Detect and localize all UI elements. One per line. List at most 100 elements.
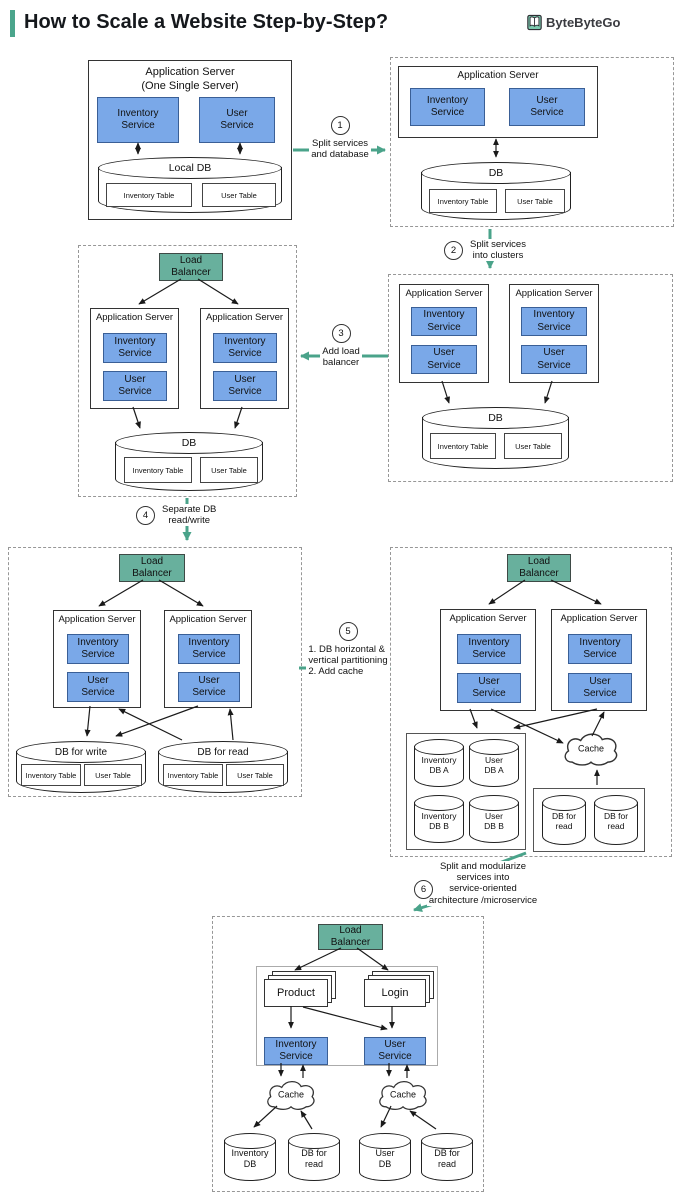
load-balancer-box: Load Balancer xyxy=(318,924,383,950)
user-table-box: User Table xyxy=(84,764,142,786)
user-db-a-cylinder: User DB A xyxy=(469,739,519,787)
cyl-ellipse xyxy=(421,1133,473,1149)
user-table-box: User Table xyxy=(200,457,258,483)
inventory-table-box: Inventory Table xyxy=(163,764,223,786)
step-4-text: Separate DB read/write xyxy=(160,504,219,527)
page-title: How to Scale a Website Step-by-Step? xyxy=(24,11,389,33)
app-server-box-right: Application Server Inventory Service Use… xyxy=(509,284,599,383)
services-container: Product Login Inventory Service User Ser… xyxy=(256,966,438,1066)
product-box: Product xyxy=(264,979,328,1007)
inventory-service-box: Inventory Service xyxy=(568,634,632,664)
user-service-box: User Service xyxy=(67,672,129,702)
app-server-title: Application Server xyxy=(515,288,593,299)
app-server-title: Application Server xyxy=(449,613,527,624)
local-db-label: Local DB xyxy=(98,157,282,179)
app-server-title-line1: Application Server xyxy=(145,66,235,78)
cyl-ellipse xyxy=(414,795,464,811)
inventory-service-box: Inventory Service xyxy=(103,333,167,363)
panel-single-server: Application Server (One Single Server) I… xyxy=(88,60,292,220)
inventory-db-cylinder: Inventory DB xyxy=(224,1133,276,1181)
brand: ByteByteGo xyxy=(527,14,620,31)
db-cylinder: DB Inventory Table User Table xyxy=(115,432,263,491)
inventory-service-box: Inventory Service xyxy=(410,88,485,126)
user-service-box: User Service xyxy=(364,1037,426,1065)
user-service-box: User Service xyxy=(411,345,477,374)
app-server-title: Application Server xyxy=(58,614,136,625)
inventory-db-a-label: Inventory DB A xyxy=(421,755,457,776)
user-db-b-cylinder: User DB B xyxy=(469,795,519,843)
panel-load-balancer: Load Balancer Application Server Invento… xyxy=(78,245,297,497)
step-2-text: Split services into clusters xyxy=(468,239,528,262)
user-table-box: User Table xyxy=(226,764,284,786)
load-balancer-box: Load Balancer xyxy=(507,554,571,582)
panel-read-write-split: Load Balancer Application Server Invento… xyxy=(8,547,302,797)
read-db-group: DB for read DB for read xyxy=(533,788,645,852)
step-2-number: 2 xyxy=(444,240,463,260)
inventory-table-box: Inventory Table xyxy=(429,189,497,213)
step-4-annotation: 4 Separate DB read/write xyxy=(136,504,252,527)
local-db-cylinder: Local DB Inventory Table User Table xyxy=(98,157,282,213)
user-db-b-label: User DB B xyxy=(484,811,504,832)
panel-partition-cache: Load Balancer Application Server Invento… xyxy=(390,547,672,857)
user-service-box: User Service xyxy=(213,371,277,401)
inventory-service-box: Inventory Service xyxy=(521,307,587,336)
cyl-ellipse xyxy=(594,795,638,811)
user-table-box: User Table xyxy=(202,183,276,207)
cyl-ellipse xyxy=(288,1133,340,1149)
db-write-label: DB for write xyxy=(16,741,146,763)
inventory-service-box: Inventory Service xyxy=(264,1037,328,1065)
app-server-title-line2: (One Single Server) xyxy=(141,79,239,92)
user-db-cylinder: User DB xyxy=(359,1133,411,1181)
step-4-number: 4 xyxy=(136,505,155,525)
app-server-box-right: Application Server Inventory Service Use… xyxy=(551,609,647,711)
inventory-db-b-label: Inventory DB B xyxy=(421,811,457,832)
user-db-a-label: User DB A xyxy=(484,755,504,776)
app-server-box-right: Application Server Inventory Service Use… xyxy=(200,308,289,409)
panel-microservices: Load Balancer Product Login Inventory Se… xyxy=(212,916,484,1192)
cyl-ellipse xyxy=(414,739,464,755)
inventory-service-box: Inventory Service xyxy=(178,634,240,664)
user-service-box: User Service xyxy=(103,371,167,401)
app-server-box-left: Application Server Inventory Service Use… xyxy=(440,609,536,711)
step-6-text: Split and modularize services into servi… xyxy=(426,861,540,906)
inventory-db-b-cylinder: Inventory DB B xyxy=(414,795,464,843)
cache-cloud: Cache xyxy=(561,729,621,769)
inventory-table-box: Inventory Table xyxy=(106,183,192,207)
title-accent-bar xyxy=(10,10,15,37)
cyl-ellipse xyxy=(542,795,586,811)
app-server-title: Application Server xyxy=(205,312,284,323)
db-read-label: DB for read xyxy=(551,811,577,832)
app-server-title: Application Server xyxy=(560,613,638,624)
app-server-title: Application Server (One Single Server) xyxy=(89,66,291,94)
step-1-annotation: 1 Split services and database xyxy=(300,116,380,161)
db-read-label: DB for read xyxy=(158,741,288,763)
inventory-service-box: Inventory Service xyxy=(97,97,179,143)
inventory-service-box: Inventory Service xyxy=(457,634,521,664)
step-5-annotation: 5 1. DB horizontal & vertical partitioni… xyxy=(300,622,396,678)
app-server-title: Application Server xyxy=(457,70,539,81)
cache-label: Cache xyxy=(577,743,604,754)
cyl-ellipse xyxy=(359,1133,411,1149)
inventory-table-box: Inventory Table xyxy=(124,457,192,483)
app-server-title: Application Server xyxy=(95,312,174,323)
db-read-label: DB for read xyxy=(301,1148,327,1169)
db-read-label: DB for read xyxy=(434,1148,460,1169)
app-server-title: Application Server xyxy=(405,288,483,299)
db-label: DB xyxy=(421,162,571,184)
step-3-text: Add load balancer xyxy=(320,346,362,369)
db-write-cylinder: DB for write Inventory Table User Table xyxy=(16,741,146,793)
user-service-box: User Service xyxy=(457,673,521,703)
load-balancer-box: Load Balancer xyxy=(119,554,185,582)
cyl-ellipse xyxy=(469,739,519,755)
step-3-annotation: 3 Add load balancer xyxy=(306,324,376,369)
inventory-db-label: Inventory DB xyxy=(231,1148,269,1169)
cache-label: Cache xyxy=(277,1089,304,1100)
db-cylinder: DB Inventory Table User Table xyxy=(421,162,571,220)
db-read-cylinder: DB for read xyxy=(594,795,638,845)
step-3-number: 3 xyxy=(331,324,351,343)
db-label: DB xyxy=(422,407,569,429)
app-server-box-left: Application Server Inventory Service Use… xyxy=(53,610,141,708)
sharded-db-group: Inventory DB A User DB A Inventory DB B … xyxy=(406,733,526,850)
step-2-annotation: 2 Split services into clusters xyxy=(444,239,546,262)
db-read-label: DB for read xyxy=(603,811,629,832)
